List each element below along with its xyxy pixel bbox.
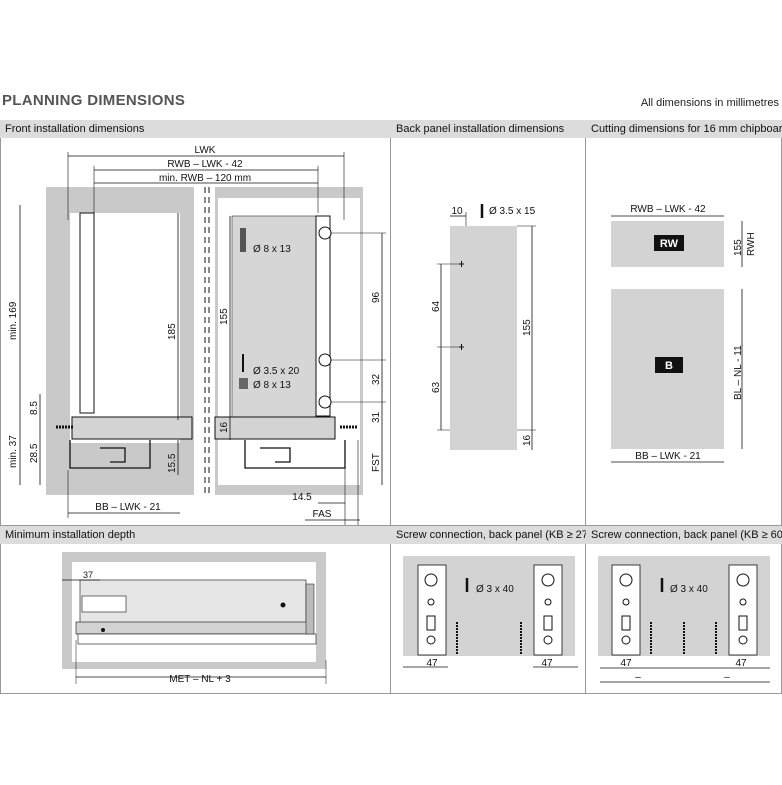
runner-left <box>71 416 193 440</box>
cutting-drawing: RW B RWB – LWK - 42 BB – LWK - 21 155 RW… <box>611 204 757 463</box>
label-b: B <box>665 360 673 372</box>
minimum-depth-panel: Minimum installation depth 37 MET – NL +… <box>0 526 391 694</box>
depth-drawing: 37 MET – NL + 3 <box>62 552 327 685</box>
hole-mid <box>318 353 332 367</box>
dowel-icon-2 <box>239 378 248 389</box>
b-badge <box>655 357 683 373</box>
label-37: 37 <box>83 570 93 580</box>
label-64: 64 <box>431 300 442 312</box>
label-16: 16 <box>522 434 533 446</box>
screw-600-body: Ø 3 x 40 47 47 – – <box>586 544 782 694</box>
cutting-panel-body: RW B RWB – LWK - 42 BB – LWK - 21 155 RW… <box>586 138 782 526</box>
screw-275-body: Ø 3 x 40 47 47 <box>391 544 586 694</box>
label-hole-8x13-bottom: Ø 8 x 13 <box>253 380 291 391</box>
back-panel-drawing: 10 Ø 3.5 x 15 64 63 155 16 <box>431 204 536 450</box>
label-47-left: 47 <box>426 658 438 669</box>
label-32: 32 <box>371 373 382 385</box>
back-panel-body: 10 Ø 3.5 x 15 64 63 155 16 <box>391 138 586 526</box>
back-panel-installation-panel: Back panel installation dimensions 10 Ø … <box>391 120 586 526</box>
label-16: 16 <box>219 421 230 433</box>
page-title: PLANNING DIMENSIONS <box>2 92 186 109</box>
label-bb: BB – LWK - 21 <box>95 502 161 513</box>
front-panel-body: LWK RWB – LWK - 42 min. RWB – 120 mm min… <box>0 138 391 526</box>
drawer-side-left <box>79 212 95 414</box>
label-15-5: 15.5 <box>167 453 178 473</box>
label-rwb: RWB – LWK - 42 <box>630 204 706 215</box>
label-fas: FAS <box>313 509 332 520</box>
screw-600-panel: Screw connection, back panel (KB ≥ 600) <box>586 526 782 694</box>
label-96: 96 <box>371 291 382 303</box>
back-panel-board <box>450 226 517 450</box>
screw-275-drawing: Ø 3 x 40 47 47 <box>403 556 578 669</box>
front-panel-title: Front installation dimensions <box>0 120 391 138</box>
screw-600-drawing: Ø 3 x 40 47 47 – – <box>598 556 770 683</box>
runner <box>75 621 313 635</box>
runner-right <box>214 416 336 440</box>
label-bl: BL – NL - 11 <box>733 345 744 400</box>
screw-275-title: Screw connection, back panel (KB ≥ 275) <box>391 526 586 544</box>
label-28-5: 28.5 <box>29 443 40 463</box>
label-screw-3x40: Ø 3 x 40 <box>476 584 514 595</box>
rw-badge <box>654 235 684 251</box>
label-63: 63 <box>431 381 442 393</box>
label-min-rwb: min. RWB – 120 mm <box>159 173 251 184</box>
label-rwh: RWH <box>746 232 757 256</box>
label-155: 155 <box>522 319 533 336</box>
label-met: MET – NL + 3 <box>169 674 231 685</box>
label-hole-3-5x20: Ø 3.5 x 20 <box>253 366 300 377</box>
front-installation-panel: Front installation dimensions <box>0 120 391 526</box>
screw-275-panel: Screw connection, back panel (KB ≥ 275) <box>391 526 586 694</box>
depth-panel-body: 37 MET – NL + 3 <box>0 544 391 694</box>
label-min37: min. 37 <box>8 435 19 468</box>
label-155: 155 <box>219 308 230 325</box>
label-screw-3x40: Ø 3 x 40 <box>670 584 708 595</box>
label-47-right: 47 <box>735 658 747 669</box>
label-dash-1: – <box>635 672 641 683</box>
label-dash-2: – <box>724 672 730 683</box>
label-fst: FST <box>371 453 382 472</box>
label-14-5: 14.5 <box>292 492 312 503</box>
label-lwk: LWK <box>195 145 216 156</box>
label-rw: RW <box>660 238 679 250</box>
label-31: 31 <box>371 411 382 423</box>
label-bb: BB – LWK - 21 <box>635 451 701 462</box>
label-screw-3-5x15: Ø 3.5 x 15 <box>489 206 536 217</box>
front-installation-drawing: LWK RWB – LWK - 42 min. RWB – 120 mm min… <box>8 145 386 525</box>
hole-top <box>318 226 332 240</box>
label-8-5: 8.5 <box>29 401 40 415</box>
hole-bottom <box>318 395 332 409</box>
units-note: All dimensions in millimetres <box>640 97 779 109</box>
cutting-panel-title: Cutting dimensions for 16 mm chipboard <box>586 120 782 138</box>
label-47-left: 47 <box>620 658 632 669</box>
screw-600-title: Screw connection, back panel (KB ≥ 600) <box>586 526 782 544</box>
depth-panel-title: Minimum installation depth <box>0 526 391 544</box>
dimension-grid: Front installation dimensions <box>0 120 782 694</box>
label-155: 155 <box>733 239 744 256</box>
dowel-icon <box>240 228 246 252</box>
back-panel-title: Back panel installation dimensions <box>391 120 586 138</box>
label-rwb: RWB – LWK - 42 <box>167 159 243 170</box>
cutting-dimensions-panel: Cutting dimensions for 16 mm chipboard R… <box>586 120 782 526</box>
label-10: 10 <box>451 206 463 217</box>
label-hole-8x13-top: Ø 8 x 13 <box>253 244 291 255</box>
label-185: 185 <box>167 323 178 340</box>
label-min169: min. 169 <box>8 301 19 340</box>
label-47-right: 47 <box>541 658 553 669</box>
